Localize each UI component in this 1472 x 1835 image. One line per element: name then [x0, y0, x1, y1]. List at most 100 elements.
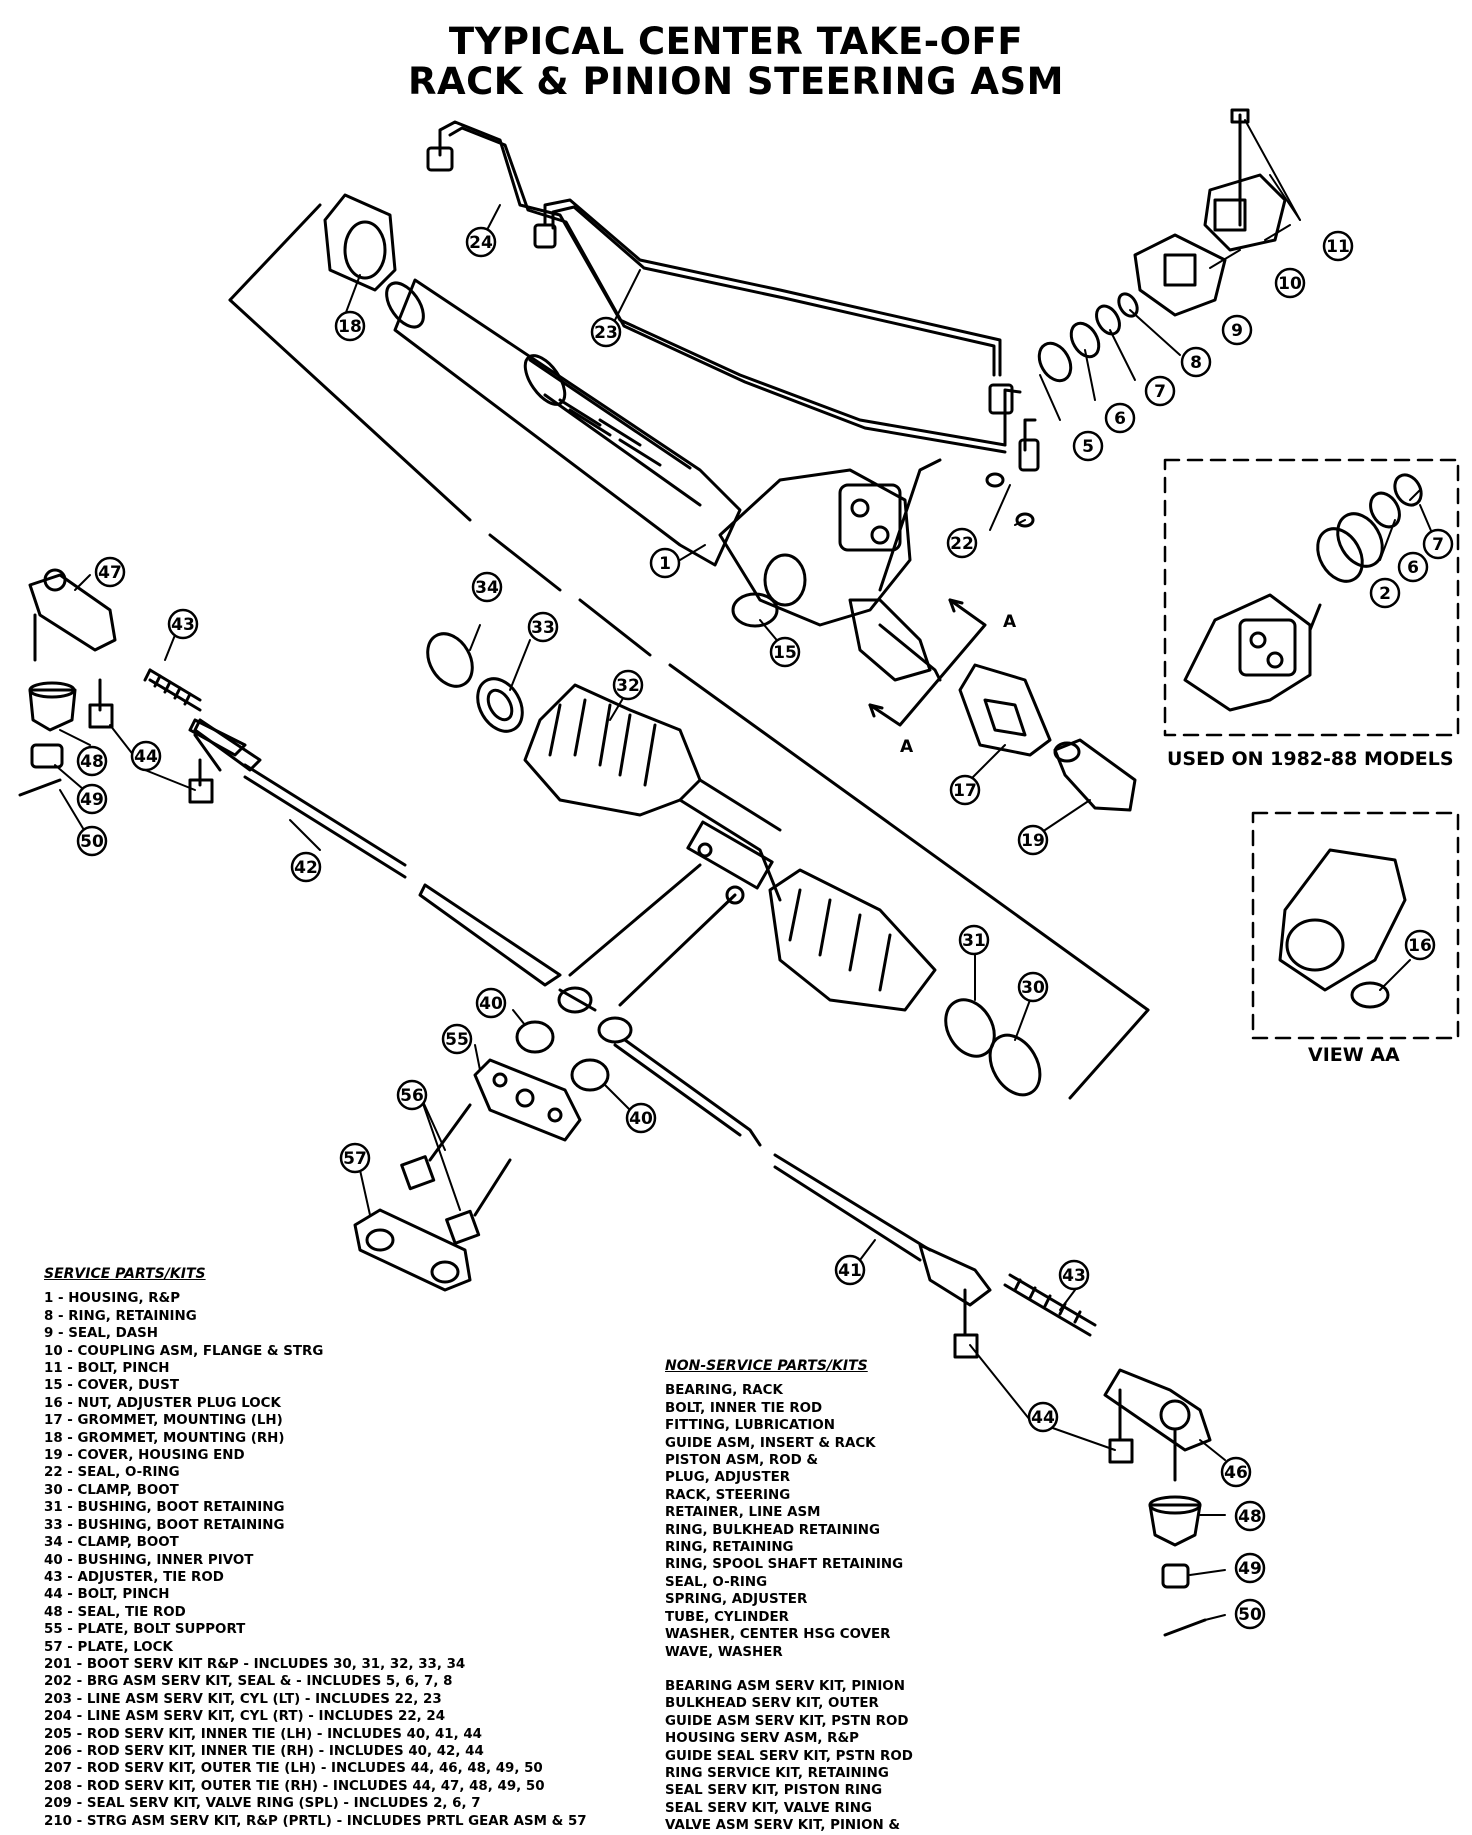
- list-item: 208 - ROD SERV KIT, OUTER TIE (RH) - INC…: [44, 1778, 545, 1794]
- list-item: 31 - BUSHING, BOOT RETAINING: [44, 1500, 285, 1516]
- list-item: 17 - GROMMET, MOUNTING (LH): [44, 1413, 283, 1429]
- callout-16: 16: [1404, 929, 1436, 961]
- list-item: BULKHEAD SERV KIT, OUTER: [665, 1696, 879, 1712]
- svg-text:6: 6: [1407, 558, 1419, 578]
- svg-text:8: 8: [1190, 353, 1202, 373]
- callout-5: 5: [1072, 430, 1104, 462]
- list-item: GUIDE SEAL SERV KIT, PSTN ROD: [665, 1748, 913, 1764]
- svg-text:7: 7: [1154, 382, 1166, 402]
- pinch-bolts-rh: [953, 1288, 1134, 1464]
- list-item: 33 - BUSHING, BOOT RETAINING: [44, 1517, 285, 1533]
- callout-49-left: 49: [76, 783, 108, 815]
- svg-text:1: 1: [659, 554, 671, 574]
- coupling-assembly: [1133, 108, 1287, 317]
- callout-9: 9: [1221, 314, 1253, 346]
- leader-inner-right: [618, 893, 737, 1007]
- list-item: 43 - ADJUSTER, TIE ROD: [44, 1569, 224, 1585]
- detail-valve-drawing: [1183, 473, 1423, 712]
- diagram-title: TYPICAL CENTER TAKE-OFF RACK & PINION ST…: [0, 22, 1472, 102]
- adjuster-rh: [1003, 1273, 1097, 1337]
- callout-10: 10: [1274, 267, 1306, 299]
- callout-49-right: 49: [1234, 1552, 1266, 1584]
- svg-text:9: 9: [1231, 321, 1243, 341]
- list-item: SEAL SERV KIT, PISTON RING: [665, 1783, 883, 1799]
- callout-19: 19: [1017, 824, 1049, 856]
- list-item: 57 - PLATE, LOCK: [44, 1639, 173, 1655]
- list-item: PISTON ASM, ROD &: [665, 1453, 819, 1469]
- list-item: 206 - ROD SERV KIT, INNER TIE (RH) - INC…: [44, 1743, 484, 1759]
- svg-text:43: 43: [171, 615, 195, 635]
- outer-tie-rod-rh: [1103, 1368, 1212, 1482]
- housing-end-cover: [1053, 738, 1137, 812]
- list-item: 201 - BOOT SERV KIT R&P - INCLUDES 30, 3…: [44, 1656, 466, 1672]
- callout-42: 42: [290, 851, 322, 883]
- svg-text:48: 48: [1238, 1507, 1262, 1527]
- grommet-rh: [323, 193, 397, 292]
- list-item: FITTING, LUBRICATION: [665, 1418, 835, 1434]
- list-item: RING, BULKHEAD RETAINING: [665, 1522, 881, 1538]
- used-on-caption: USED ON 1982-88 MODELS: [1167, 748, 1454, 770]
- svg-text:30: 30: [1021, 978, 1045, 998]
- callout-34: 34: [471, 571, 503, 603]
- svg-text:43: 43: [1062, 1266, 1086, 1286]
- callout-24: 24: [465, 226, 497, 258]
- boot-bushing-31: [944, 998, 996, 1058]
- list-item: RACK, STEERING: [665, 1487, 791, 1503]
- nut-49-rh: [1161, 1563, 1190, 1589]
- section-a-arrows: [868, 598, 987, 727]
- callout-15: 15: [769, 636, 801, 668]
- seal-48-rh: [1148, 1495, 1202, 1547]
- svg-text:10: 10: [1278, 274, 1302, 294]
- boot-clamp-30: [988, 1033, 1042, 1097]
- list-item: 207 - ROD SERV KIT, OUTER TIE (LH) - INC…: [44, 1761, 543, 1777]
- list-item: 22 - SEAL, O-RING: [44, 1465, 180, 1481]
- callout-31: 31: [958, 924, 990, 956]
- list-item: 16 - NUT, ADJUSTER PLUG LOCK: [44, 1395, 281, 1411]
- svg-text:56: 56: [400, 1086, 424, 1106]
- o-ring-upper: [985, 472, 1005, 488]
- valve-housing: [718, 458, 942, 682]
- svg-text:41: 41: [838, 1261, 862, 1281]
- boot-clamp-34: [426, 632, 474, 688]
- list-item: 1 - HOUSING, R&P: [44, 1291, 181, 1307]
- callout-40-right: 40: [625, 1102, 657, 1134]
- svg-text:44: 44: [134, 747, 158, 767]
- list-item: 18 - GROMMET, MOUNTING (RH): [44, 1430, 285, 1446]
- list-item: VALVE ASM SERV KIT, PINION &: [665, 1818, 901, 1834]
- callout-17: 17: [949, 774, 981, 806]
- svg-text:2: 2: [1379, 584, 1391, 604]
- pin-50-lh: [18, 778, 62, 797]
- callout-23: 23: [590, 316, 622, 348]
- svg-text:11: 11: [1326, 237, 1350, 257]
- bolts-56: [400, 1103, 512, 1245]
- callout-11: 11: [1322, 230, 1354, 262]
- list-item: 19 - COVER, HOUSING END: [44, 1448, 245, 1464]
- list-item: 40 - BUSHING, INNER PIVOT: [44, 1552, 254, 1568]
- list-item: 44 - BOLT, PINCH: [44, 1587, 170, 1603]
- seal-48-lh: [28, 681, 77, 732]
- svg-text:47: 47: [98, 563, 122, 583]
- title-line-2: RACK & PINION STEERING ASM: [408, 60, 1064, 103]
- dust-cover: [731, 592, 779, 628]
- svg-text:32: 32: [616, 676, 640, 696]
- list-item: RING, SPOOL SHAFT RETAINING: [665, 1557, 904, 1573]
- non-service-parts-heading: NON-SERVICE PARTS/KITS: [665, 1358, 868, 1374]
- svg-text:57: 57: [343, 1149, 367, 1169]
- list-item: SPRING, ADJUSTER: [665, 1592, 808, 1608]
- callout-50-left: 50: [76, 825, 108, 857]
- callout-7: 7: [1144, 375, 1176, 407]
- svg-text:31: 31: [962, 931, 986, 951]
- svg-text:40: 40: [479, 994, 503, 1014]
- list-item: RING SERVICE KIT, RETAINING: [665, 1765, 889, 1781]
- callout-56: 56: [396, 1079, 428, 1111]
- svg-text:17: 17: [953, 781, 977, 801]
- callout-18: 18: [334, 310, 366, 342]
- inner-tie-rod-rh: [597, 1016, 992, 1307]
- svg-text:50: 50: [80, 832, 104, 852]
- callout-22: 22: [946, 527, 978, 559]
- callout-46: 46: [1220, 1456, 1252, 1488]
- list-item: SEAL SERV KIT, VALVE RING: [665, 1800, 872, 1816]
